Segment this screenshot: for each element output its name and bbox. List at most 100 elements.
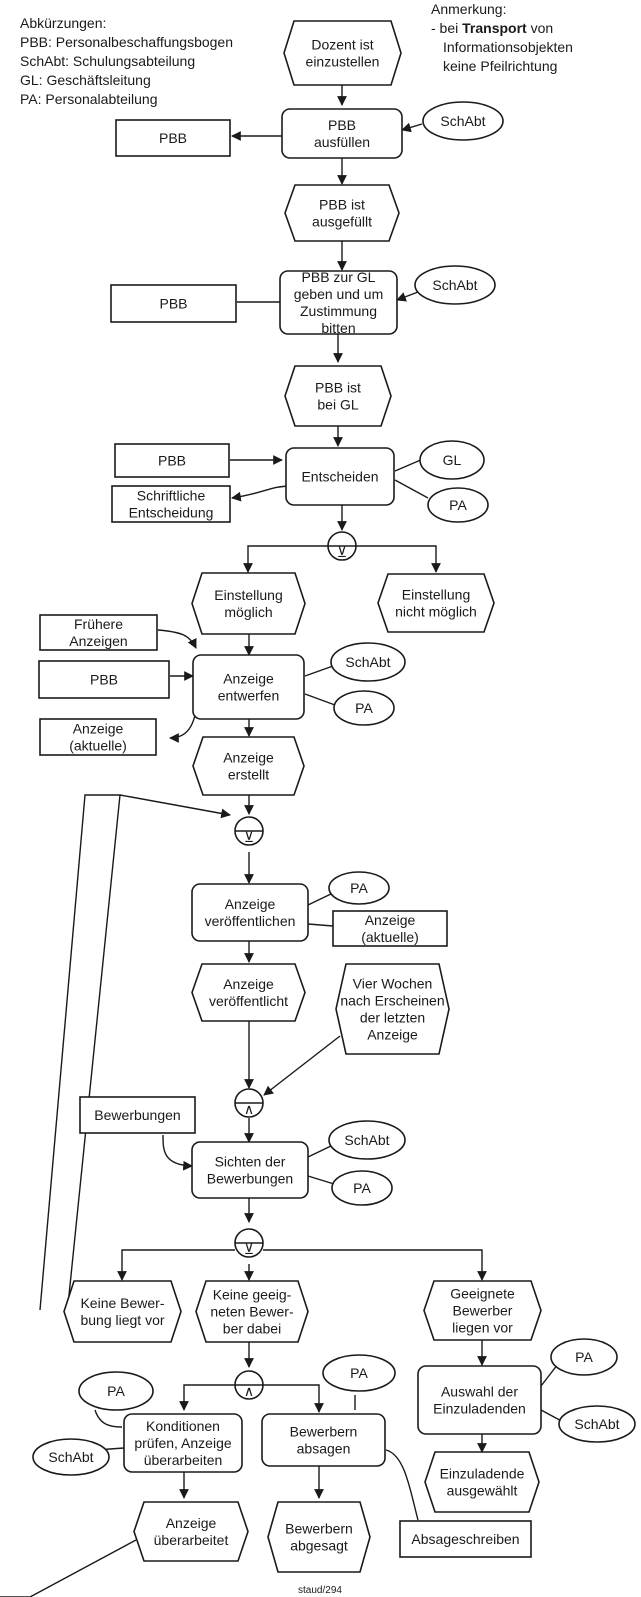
- edge: [540, 1363, 559, 1387]
- note-line-3: keine Pfeilrichtung: [443, 58, 557, 74]
- node-label: GL: [443, 452, 462, 468]
- node-label: neten Bewer-: [210, 1304, 294, 1320]
- abbrev-line: SchAbt: Schulungsabteilung: [20, 53, 195, 69]
- edge: [243, 545, 328, 573]
- node-label: Einstellung: [402, 587, 471, 603]
- org-unit-org-pa-3: PA: [328, 871, 390, 905]
- node-label: überarbeiten: [144, 1452, 223, 1468]
- node-label: PA: [353, 1180, 371, 1196]
- info-object-io-pbb-3: PBB: [114, 443, 230, 478]
- node-label: Geeignete: [450, 1286, 515, 1302]
- node-label: PBB ist: [315, 380, 361, 396]
- edge: [307, 1144, 334, 1158]
- node-label: bung liegt vor: [80, 1312, 164, 1328]
- function-fn-entscheiden: Entscheiden: [285, 447, 395, 506]
- node-label: Anzeige: [166, 1515, 217, 1531]
- edge: [263, 1249, 487, 1281]
- edge: [117, 1249, 235, 1281]
- node-label: nach Erscheinen: [340, 993, 444, 1009]
- node-label: Bewerbungen: [94, 1107, 180, 1123]
- xor-connector-1: ⊻: [327, 531, 357, 561]
- node-label: PBB: [158, 453, 186, 469]
- org-unit-org-schabt-1: SchAbt: [422, 101, 504, 141]
- node-label: veröffentlicht: [209, 993, 288, 1009]
- edges: [0, 85, 568, 1597]
- org-unit-org-pa-7: PA: [322, 1354, 396, 1392]
- node-label: Schriftliche: [137, 488, 206, 504]
- node-label: Anzeige: [223, 976, 274, 992]
- footer-text: staud/294: [298, 1585, 342, 1596]
- node-label: entwerfen: [218, 688, 279, 704]
- org-unit-org-gl: GL: [419, 440, 485, 480]
- node-label: SchAbt: [345, 654, 390, 670]
- edge: [39, 794, 121, 1311]
- node-label: Anzeige: [225, 896, 276, 912]
- node-label: PA: [355, 700, 373, 716]
- node-label: Anzeige: [365, 912, 416, 928]
- note-line-2: Informationsobjekten: [443, 39, 573, 55]
- org-unit-org-pa-2: PA: [333, 690, 395, 726]
- node-label: Keine geeig-: [213, 1287, 292, 1303]
- info-object-io-pbb-2: PBB: [110, 284, 237, 323]
- node-label: PBB: [328, 117, 356, 133]
- node-label: Entscheidung: [129, 505, 214, 521]
- node-label: Frühere: [74, 616, 123, 632]
- abbreviations-legend: Abkürzungen: PBB: Personalbeschaffungsbo…: [20, 15, 233, 107]
- node-label: Dozent ist: [311, 37, 373, 53]
- org-unit-org-pa-4: PA: [331, 1170, 393, 1206]
- node-label: SchAbt: [344, 1132, 389, 1148]
- and-connector-2: ∧: [234, 1370, 264, 1400]
- info-object-io-bewerbungen: Bewerbungen: [79, 1096, 196, 1134]
- node-label: PA: [350, 1365, 368, 1381]
- node-label: PBB ist: [319, 197, 365, 213]
- node-label: PA: [107, 1383, 125, 1399]
- edge: [394, 458, 424, 472]
- node-label: PBB: [159, 130, 187, 146]
- edge: [307, 923, 334, 927]
- note-title: Anmerkung:: [431, 1, 506, 17]
- edge: [157, 629, 197, 649]
- node-label: Bewerbern: [290, 1424, 358, 1440]
- node-label: Einstellung: [214, 587, 283, 603]
- node-label: PA: [449, 497, 467, 513]
- node-label: geben und um: [294, 286, 384, 302]
- abbrev-line: GL: Geschäftsleitung: [20, 72, 151, 88]
- connector-symbol: ∧: [244, 1383, 254, 1399]
- org-unit-org-schabt-4: SchAbt: [328, 1120, 406, 1160]
- node-label: der letzten: [360, 1010, 425, 1026]
- node-label: prüfen, Anzeige: [134, 1435, 232, 1451]
- node-label: Sichten der: [215, 1154, 286, 1170]
- event-ev-keine-bewerbung: Keine Bewer-bung liegt vor: [63, 1280, 182, 1343]
- node-label: Bewerbern: [285, 1521, 353, 1537]
- abbrev-line: PA: Personalabteilung: [20, 91, 158, 107]
- node-label: (aktuelle): [361, 929, 419, 945]
- node-label: nicht möglich: [395, 604, 477, 620]
- connector-symbol: ∧: [244, 1101, 254, 1117]
- xor-connector-3: ⊻: [234, 1228, 264, 1258]
- node-label: ausfüllen: [314, 134, 370, 150]
- org-unit-org-schabt-2: SchAbt: [414, 265, 496, 305]
- info-object-io-anzeige-aktuell-2: Anzeige(aktuelle): [332, 910, 448, 947]
- node-label: PBB zur GL: [302, 269, 376, 285]
- node-label: Anzeige: [223, 671, 274, 687]
- node-label: Bewerber: [453, 1303, 513, 1319]
- org-unit-org-pa-5: PA: [550, 1338, 618, 1376]
- node-label: Anzeige: [367, 1027, 418, 1043]
- edge: [179, 1384, 235, 1411]
- node-label: möglich: [224, 604, 272, 620]
